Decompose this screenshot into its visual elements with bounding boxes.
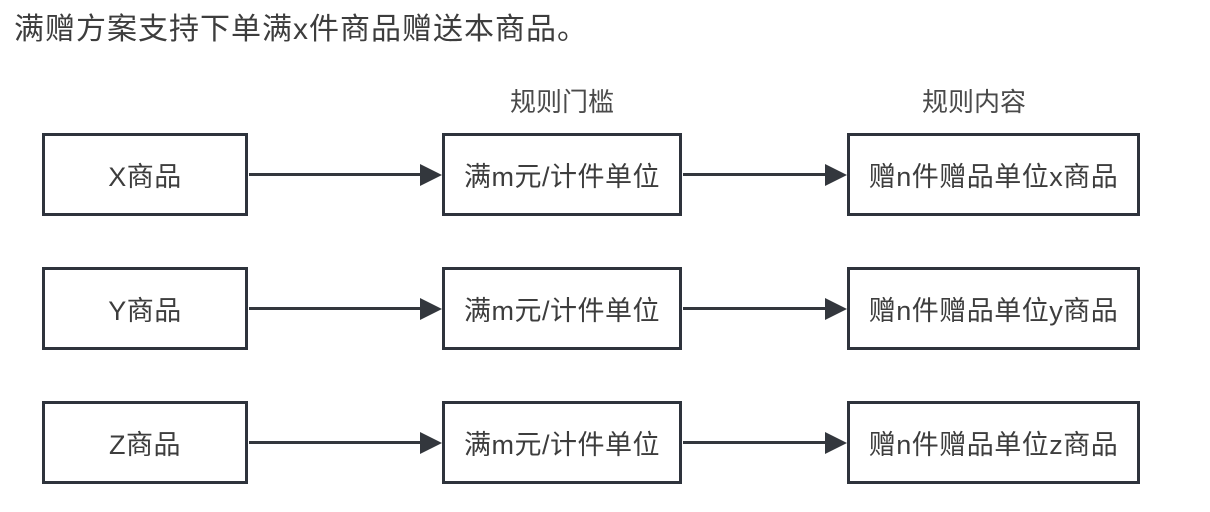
content-box-z: 赠n件赠品单位z商品: [847, 401, 1140, 484]
threshold-box-y: 满m元/计件单位: [442, 267, 682, 350]
product-box-z: Z商品: [42, 401, 248, 484]
arrow-right-icon: [249, 163, 442, 186]
arrow-right-icon: [683, 431, 847, 454]
threshold-box-z: 满m元/计件单位: [442, 401, 682, 484]
threshold-box-x: 满m元/计件单位: [442, 133, 682, 216]
content-box-y: 赠n件赠品单位y商品: [847, 267, 1140, 350]
column-header-content: 规则内容: [921, 87, 1026, 117]
product-box-x: X商品: [42, 133, 248, 216]
product-box-y: Y商品: [42, 267, 248, 350]
arrow-right-icon: [683, 297, 847, 320]
content-box-x: 赠n件赠品单位x商品: [847, 133, 1140, 216]
column-header-threshold: 规则门槛: [509, 87, 614, 117]
arrow-right-icon: [683, 163, 847, 186]
arrow-right-icon: [249, 297, 442, 320]
page-title: 满赠方案支持下单满x件商品赠送本商品。: [14, 13, 588, 46]
arrow-right-icon: [249, 431, 442, 454]
